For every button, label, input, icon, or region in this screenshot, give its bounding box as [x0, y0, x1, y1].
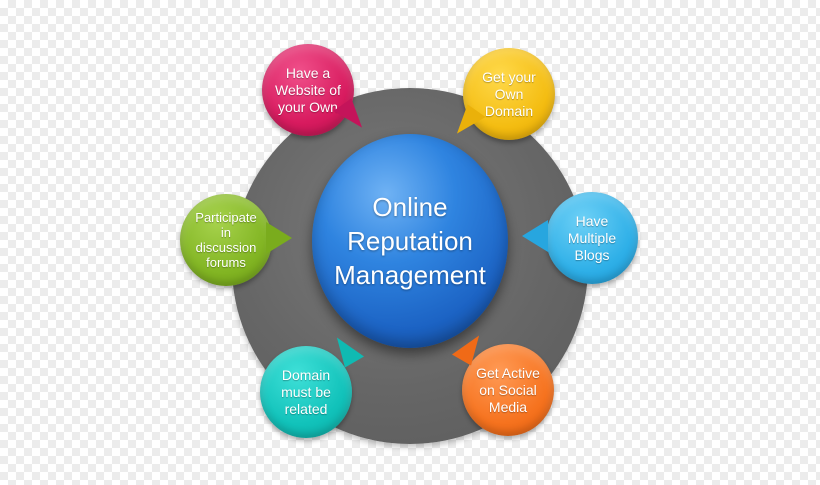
bubble-label-line: in: [220, 225, 232, 240]
bubble-label-line: forums: [206, 255, 246, 270]
hub-title: Online Reputation Management: [325, 190, 495, 292]
bubble-label-line: Media: [488, 398, 528, 415]
bubble-label-line: Multiple: [567, 229, 617, 246]
bubble-label: Have a Website of your Own: [262, 44, 354, 136]
center-hub: Online Reputation Management: [312, 134, 508, 348]
bubble-label-line: Website of: [275, 81, 341, 98]
bubble-label: Participate in discussion forums: [180, 194, 272, 286]
bubble-label-line: Participate: [195, 210, 257, 225]
bubble-label-line: Domain: [281, 366, 331, 383]
bubble-label: Get Active on Social Media: [462, 344, 554, 436]
bubble-domain-related: Domain must be related: [260, 346, 352, 438]
bubble-label-line: your Own: [278, 98, 338, 115]
bubble-label: Have Multiple Blogs: [546, 192, 638, 284]
bubble-social-media: Get Active on Social Media: [462, 344, 554, 436]
bubble-participate-forums: Participate in discussion forums: [180, 194, 292, 286]
bubble-label-line: must be: [281, 383, 331, 400]
hub-title-line: Management: [334, 260, 486, 290]
bubble-label: Get your Own Domain: [463, 48, 555, 140]
hub-title-line: Online: [372, 192, 448, 222]
bubble-label-line: Get Active: [476, 364, 540, 381]
bubble-label-line: Domain: [484, 102, 534, 119]
bubble-label-line: Own: [494, 85, 524, 102]
bubble-label: Domain must be related: [260, 346, 352, 438]
bubble-label-line: Have: [575, 212, 609, 229]
hub-title-line: Reputation: [347, 226, 473, 256]
bubble-get-domain: Get your Own Domain: [463, 48, 555, 140]
bubble-label-line: Blogs: [574, 246, 610, 263]
bubble-label-line: Get your: [482, 68, 536, 85]
bubble-label-line: discussion: [195, 240, 257, 255]
bubble-label-line: related: [284, 400, 328, 417]
bubble-label-line: on Social: [479, 381, 537, 398]
bubble-have-website: Have a Website of your Own: [262, 44, 354, 136]
bubble-label-line: Have a: [285, 64, 331, 81]
bubble-multiple-blogs: Have Multiple Blogs: [522, 192, 638, 284]
